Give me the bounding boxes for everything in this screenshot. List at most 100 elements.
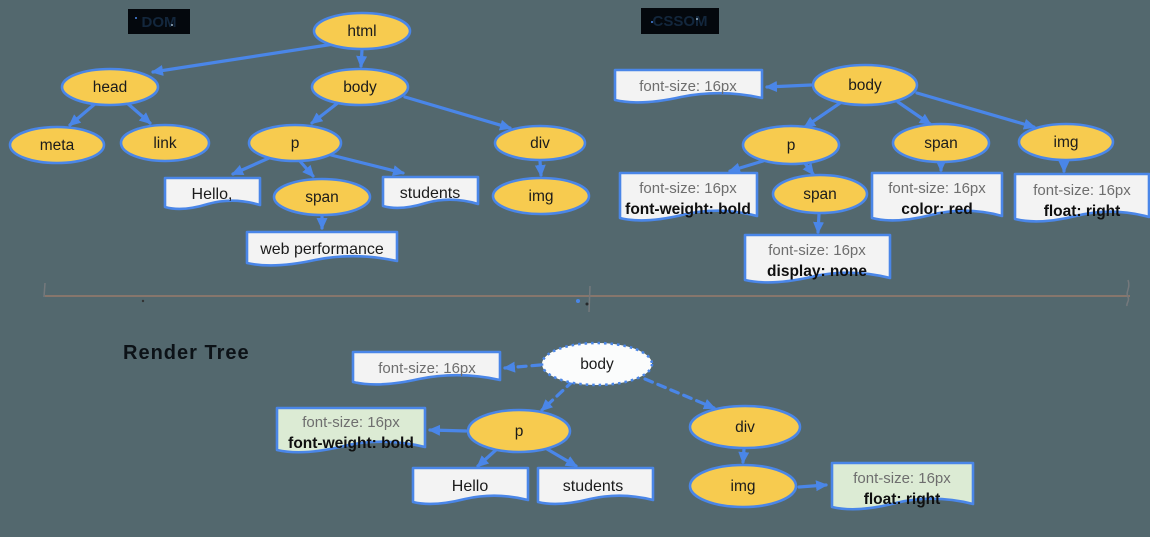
edge-cssom-body-p <box>803 99 845 129</box>
divider-small-dot <box>141 299 145 303</box>
tree-edges <box>68 42 1070 492</box>
dom-node-head-label: head <box>93 79 127 96</box>
edge-html-body <box>356 48 368 68</box>
edge-cssom-span2-rule <box>813 212 825 234</box>
render-textnode-students: students <box>563 478 623 495</box>
render-rule-p-line2: font-weight: bold <box>288 435 414 452</box>
render-node-div-label: div <box>735 419 755 436</box>
render-node-body <box>540 341 654 387</box>
divider-left-tick <box>43 282 46 298</box>
cssom-rule-span-in-p-line2: display: none <box>767 263 867 280</box>
cssom-title-box <box>641 8 719 34</box>
cssom-node-p-label: p <box>787 137 796 154</box>
edge-render-body-p <box>540 379 575 412</box>
edge-head-meta <box>68 101 98 127</box>
edge-p-students <box>329 153 405 176</box>
cssom-rule-img-line1: font-size: 16px <box>1033 182 1131 199</box>
cssom-tree: CSSOM font-size: 16px body p span img sp… <box>613 8 1150 284</box>
dom-node-body-label: body <box>343 79 377 96</box>
dom-node-link <box>119 123 211 163</box>
section-divider <box>43 279 1130 313</box>
cssom-rule-p-line2: font-weight: bold <box>625 201 751 218</box>
cssom-rule-span-line1: font-size: 16px <box>888 180 986 197</box>
edge-render-body-rule <box>503 361 542 373</box>
cssom-rule-body-line1: font-size: 16px <box>639 78 737 95</box>
dom-textnode-webperf-box <box>245 230 399 267</box>
edge-cssom-body-rule <box>765 81 813 93</box>
dom-title: DOM <box>142 14 177 31</box>
edge-cssom-p-rule <box>728 159 765 174</box>
cssom-rule-span-in-p-line1: font-size: 16px <box>768 242 866 259</box>
render-node-p-label: p <box>515 423 524 440</box>
dom-textnode-webperf: web performance <box>259 241 384 258</box>
divider-mid-tick <box>588 285 591 313</box>
edge-body-div <box>403 95 512 131</box>
dom-node-img <box>491 176 591 216</box>
edge-render-p-students <box>545 447 578 468</box>
dom-node-div-label: div <box>530 135 550 152</box>
cssom-title-speckle <box>651 21 653 23</box>
dom-node-span-label: span <box>305 189 339 206</box>
render-tree: Render Tree font-size: 16px body font-si… <box>123 341 975 511</box>
dom-title-speckle <box>135 17 137 19</box>
render-node-body-label: body <box>580 356 614 373</box>
divider-right-squiggle <box>1126 279 1130 307</box>
edge-render-img-rule <box>797 480 828 492</box>
edge-p-span <box>297 158 315 178</box>
edge-div-img <box>534 159 546 177</box>
cssom-node-body <box>811 63 919 107</box>
edge-render-p-rule <box>428 424 468 436</box>
cssom-rule-body-box <box>613 68 764 104</box>
edge-render-p-hello <box>476 447 499 468</box>
dom-title-speckle <box>171 24 173 26</box>
cssom-node-p <box>741 124 841 166</box>
render-rule-img-line1: font-size: 16px <box>853 470 951 487</box>
cssom-node-body-label: body <box>848 77 882 94</box>
cssom-rule-p-line1: font-size: 16px <box>639 180 737 197</box>
render-node-p <box>466 408 572 454</box>
render-textnode-hello: Hello <box>452 478 489 495</box>
render-tree-title: Render Tree <box>123 342 250 364</box>
divider-blue-dot <box>576 299 580 303</box>
edge-render-body-div <box>643 377 716 410</box>
render-rule-img-line2: float: right <box>864 491 941 508</box>
edge-cssom-body-img <box>915 91 1036 130</box>
render-textnode-hello-box <box>411 466 530 506</box>
dom-node-span <box>272 177 372 217</box>
cssom-rule-p-box <box>618 171 759 222</box>
dom-node-html-label: html <box>347 23 376 40</box>
dom-textnode-students: students <box>400 185 460 202</box>
dom-textnode-hello: Hello, <box>192 186 233 203</box>
dom-node-p <box>247 123 343 163</box>
dom-node-meta <box>8 125 106 165</box>
cssom-node-span <box>891 122 991 164</box>
render-rule-img-box <box>830 461 975 511</box>
render-node-img <box>688 463 798 509</box>
edge-html-head <box>151 42 336 76</box>
dom-title-box <box>128 9 190 34</box>
cssom-node-span-in-p <box>771 173 869 215</box>
cssom-rule-span-box <box>870 171 1004 222</box>
edge-head-link <box>125 101 152 125</box>
dom-node-p-label: p <box>291 135 300 152</box>
render-node-div <box>688 404 802 450</box>
cssom-node-span-label: span <box>924 135 958 152</box>
dom-node-link-label: link <box>153 135 177 152</box>
render-rule-body-line1: font-size: 16px <box>378 360 476 377</box>
edge-render-div-img <box>738 447 750 464</box>
dom-textnode-hello-box <box>163 176 262 211</box>
cssom-rule-span-line2: color: red <box>901 201 972 218</box>
render-rule-body-box <box>351 350 502 386</box>
dom-tree: DOM html head body meta link p div span … <box>8 9 591 267</box>
edge-body-p <box>310 100 341 125</box>
render-node-img-label: img <box>731 478 756 495</box>
render-rule-p-box <box>275 406 427 454</box>
edge-cssom-body-span <box>896 100 932 126</box>
cssom-title: CSSOM <box>652 13 707 30</box>
dom-node-html <box>312 11 412 51</box>
cssom-node-span-in-p-label: span <box>803 186 837 203</box>
cssom-rule-img-box <box>1013 172 1150 223</box>
dom-node-div <box>493 124 587 162</box>
